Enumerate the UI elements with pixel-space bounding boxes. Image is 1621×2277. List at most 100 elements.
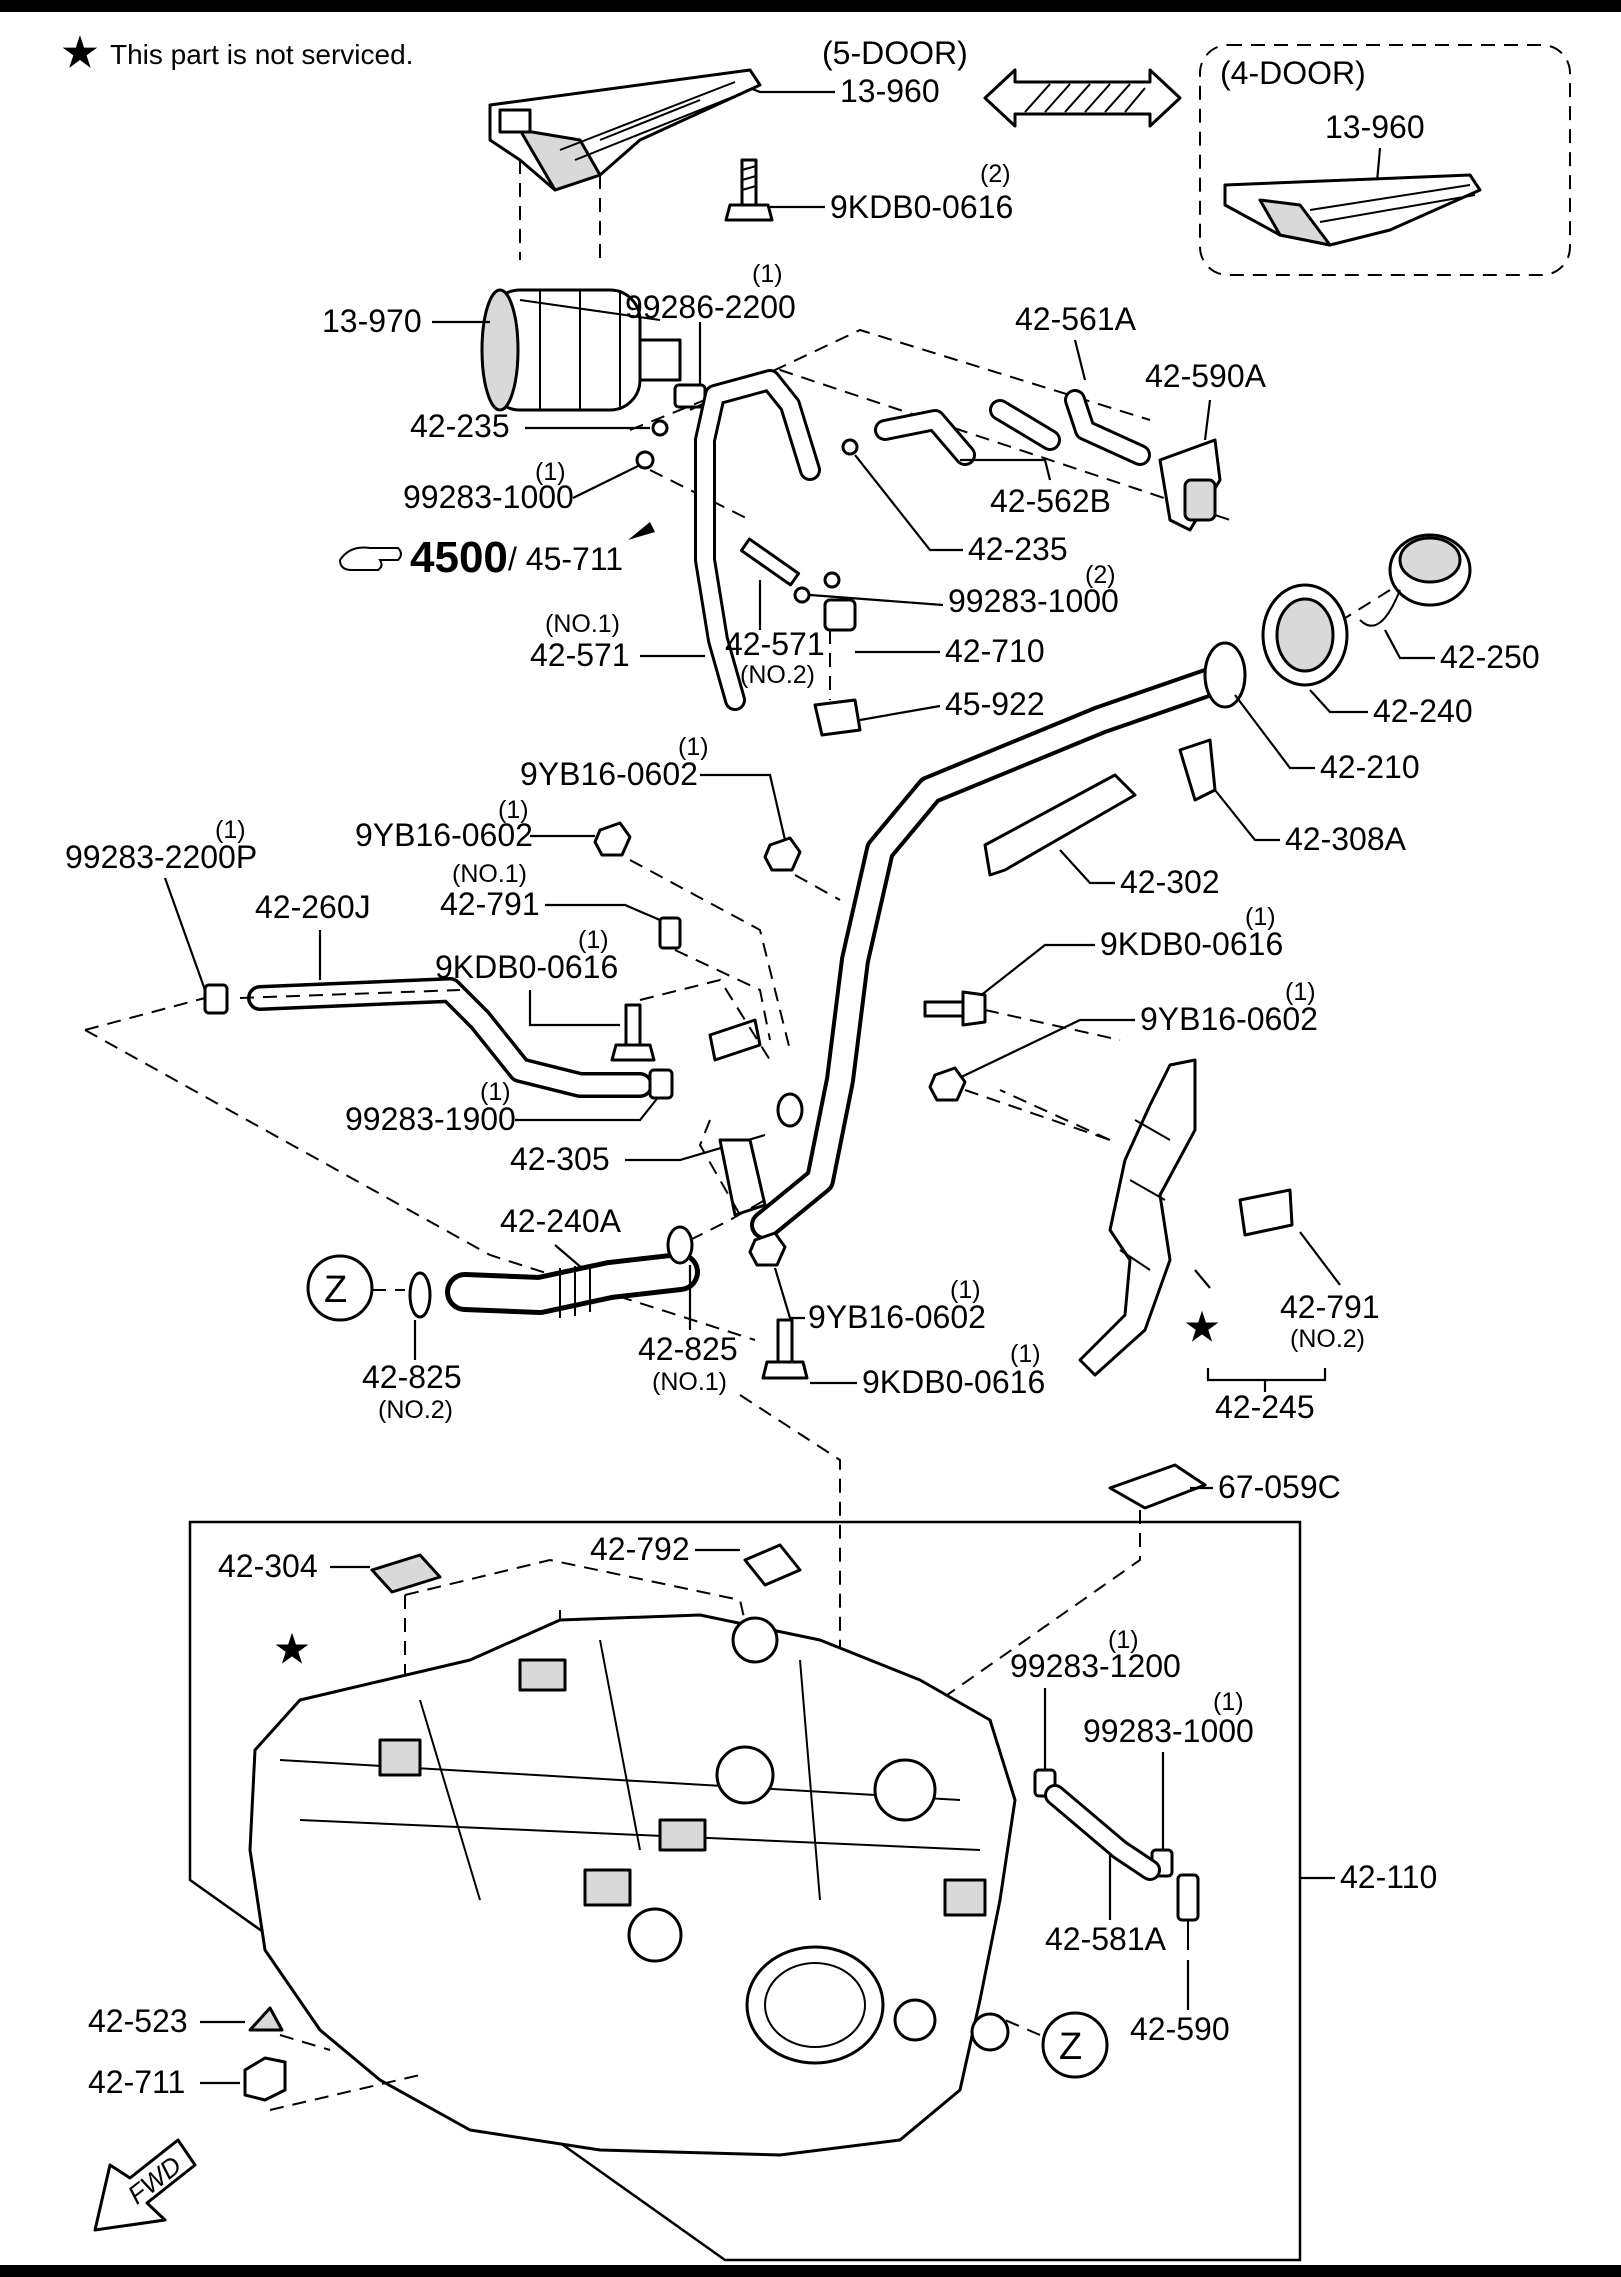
star-icon-shield: ★ bbox=[1185, 1307, 1219, 1349]
bolt-right bbox=[923, 990, 987, 1027]
label-45-922: 45-922 bbox=[945, 686, 1045, 722]
ref-major: 4500 bbox=[410, 533, 508, 582]
label-42-590a: 42-590A bbox=[1145, 358, 1267, 394]
nut-9yb-a bbox=[763, 836, 802, 872]
label-42-304: 42-304 bbox=[218, 1548, 318, 1584]
label-42-590: 42-590 bbox=[1130, 2011, 1230, 2047]
label-42-825-no2: 42-825 bbox=[362, 1359, 462, 1395]
not-serviced-note: This part is not serviced. bbox=[110, 39, 413, 70]
variant-swap-arrow bbox=[983, 68, 1182, 128]
qty-99283-1000-b: (2) bbox=[1085, 561, 1116, 589]
label-99283-1000-c: 99283-1000 bbox=[1083, 1713, 1254, 1749]
label-42-571-no2: 42-571 bbox=[725, 626, 825, 662]
label-42-235-a: 42-235 bbox=[410, 408, 510, 444]
sub-42-825-no1: (NO.1) bbox=[652, 1368, 727, 1396]
label-99283-1900: 99283-1900 bbox=[345, 1101, 516, 1137]
bracket-lower bbox=[718, 1138, 767, 1217]
label-42-240: 42-240 bbox=[1373, 693, 1473, 729]
label-42-523: 42-523 bbox=[88, 2003, 188, 2039]
pad-42-523 bbox=[248, 2006, 284, 2032]
label-99283-1000-b: 99283-1000 bbox=[948, 583, 1119, 619]
label-9yb-right: 9YB16-0602 bbox=[1140, 1001, 1318, 1037]
qty-9kdb-top: (2) bbox=[980, 160, 1011, 188]
label-9kdb-top: 9KDB0-0616 bbox=[830, 189, 1013, 225]
label-42-260j: 42-260J bbox=[255, 889, 371, 925]
cover-5door-part bbox=[488, 68, 762, 192]
clamp-99283-1900 bbox=[648, 1068, 674, 1100]
clip-42-791-no2 bbox=[1238, 1188, 1294, 1237]
clip-42-791-no1 bbox=[658, 916, 682, 950]
qty-99283-1900: (1) bbox=[480, 1078, 511, 1106]
zone-marker-bottom bbox=[1041, 2011, 1109, 2079]
sub-42-571-no2: (NO.2) bbox=[740, 661, 815, 689]
pad-42-792 bbox=[743, 1543, 802, 1587]
hose-42-562b bbox=[874, 409, 976, 466]
qty-99283-1200: (1) bbox=[1108, 1626, 1139, 1654]
bracket-mid bbox=[708, 1018, 762, 1062]
label-9yb-low: 9YB16-0602 bbox=[808, 1299, 986, 1335]
bolt-mid bbox=[610, 1003, 656, 1062]
qty-9yb-a: (1) bbox=[678, 733, 709, 761]
label-13-960-b: 13-960 bbox=[1325, 109, 1425, 145]
bottom-border bbox=[0, 2265, 1621, 2277]
label-42-561a: 42-561A bbox=[1015, 301, 1137, 337]
hose-42-581a bbox=[1044, 1784, 1161, 1881]
label-9yb-a: 9YB16-0602 bbox=[520, 756, 698, 792]
clamp-42-825-no2 bbox=[408, 1271, 432, 1319]
sub-42-791-no1: (NO.1) bbox=[452, 860, 527, 888]
check-valve-42-710 bbox=[823, 598, 857, 632]
four-door-box bbox=[1199, 44, 1571, 276]
label-99283-1000-a: 99283-1000 bbox=[403, 479, 574, 515]
label-42-581a: 42-581A bbox=[1045, 1921, 1167, 1957]
label-42-240a: 42-240A bbox=[500, 1203, 622, 1239]
label-13-960-a: 13-960 bbox=[840, 73, 940, 109]
label-42-825-no1: 42-825 bbox=[638, 1331, 738, 1367]
hose-42-571-no2 bbox=[739, 537, 801, 587]
nut-9yb-b bbox=[593, 821, 632, 857]
qty-9yb-low: (1) bbox=[950, 1276, 981, 1304]
star-icon: ★ bbox=[62, 31, 98, 75]
qty-99283-1000-c: (1) bbox=[1213, 1688, 1244, 1716]
ref-arrow bbox=[628, 522, 655, 540]
zone-marker-top bbox=[306, 1254, 374, 1322]
qty-99283-1000-a: (1) bbox=[535, 458, 566, 486]
shield-42-245 bbox=[1078, 1058, 1197, 1377]
qty-99286: (1) bbox=[752, 260, 783, 288]
bolt-low bbox=[761, 1318, 809, 1380]
tank-box bbox=[188, 1520, 1302, 2262]
clamp-42-825-no1 bbox=[666, 1225, 694, 1265]
valve-42-590a bbox=[1158, 438, 1222, 532]
fitting-99286 bbox=[673, 383, 707, 409]
label-67-059c-part bbox=[1108, 1463, 1207, 1510]
label-99286: 99286-2200 bbox=[625, 289, 796, 325]
label-42-302: 42-302 bbox=[1120, 864, 1220, 900]
sub-42-791-no2: (NO.2) bbox=[1290, 1325, 1365, 1353]
top-border bbox=[0, 0, 1621, 12]
sub-42-571-no1: (NO.1) bbox=[545, 610, 620, 638]
ref-minor: / 45-711 bbox=[508, 541, 623, 577]
filler-ring-42-240 bbox=[1261, 583, 1349, 687]
qty-9kdb-low: (1) bbox=[1010, 1340, 1041, 1368]
label-42-250: 42-250 bbox=[1440, 639, 1540, 675]
hose-42-561a bbox=[989, 389, 1151, 466]
zone-label-top: Z bbox=[324, 1269, 347, 1311]
label-42-562b: 42-562B bbox=[990, 483, 1111, 519]
star-icon-tank: ★ bbox=[275, 1629, 309, 1671]
fuel-cap-42-250 bbox=[1359, 533, 1472, 627]
cover-4door-part bbox=[1223, 173, 1482, 247]
qty-9yb-b: (1) bbox=[498, 796, 529, 824]
qty-99283-2200p: (1) bbox=[215, 816, 246, 844]
bracket-42-308a bbox=[1178, 738, 1217, 802]
pointing-hand-icon bbox=[338, 546, 402, 571]
label-4-door: (4-DOOR) bbox=[1220, 55, 1366, 91]
label-99283-2200p: 99283-2200P bbox=[65, 839, 257, 875]
label-5-door: (5-DOOR) bbox=[822, 35, 968, 71]
label-42-792: 42-792 bbox=[590, 1531, 690, 1567]
hose-42-260j bbox=[247, 977, 653, 1098]
fuel-tank-42-110 bbox=[248, 1613, 1017, 2157]
pad-42-304 bbox=[370, 1553, 442, 1594]
clip-45-922 bbox=[813, 698, 862, 737]
label-99283-1200: 99283-1200 bbox=[1010, 1648, 1181, 1684]
label-42-305: 42-305 bbox=[510, 1141, 610, 1177]
